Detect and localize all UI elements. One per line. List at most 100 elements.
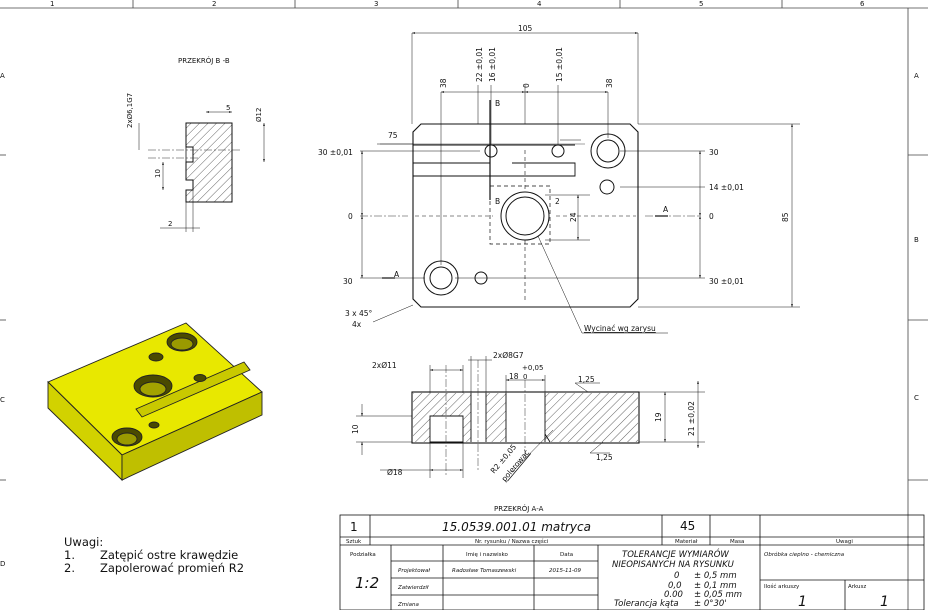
section-b-b-title: PRZEKRÓJ B -B <box>178 56 230 65</box>
section-a-mark-left: A <box>394 270 400 279</box>
dim-y14: 14 ±0,01 <box>709 183 744 192</box>
tb-sheets: 1 <box>798 594 807 610</box>
dim-y0-right: 0 <box>709 212 714 221</box>
tb-tol-val-1: ± 0,1 mm <box>694 581 737 591</box>
dim-x15: 15 ±0,01 <box>555 47 564 82</box>
dim-h10: 10 <box>351 424 360 434</box>
tb-tol-key-3: Tolerancja kąta <box>614 599 679 609</box>
section-b-mark-top: B <box>495 99 500 108</box>
dim-r125-top: 1,25 <box>578 375 595 384</box>
dim-hole-24: 24 <box>569 212 578 222</box>
zone-row-c-left: C <box>0 396 5 404</box>
tb-treatment: Obróbka cieplno - chemiczna <box>764 551 845 558</box>
dim-y30-top-right: 30 <box>709 148 719 157</box>
tb-label-approved: Zatwierdził <box>397 585 429 591</box>
zone-row-a: A <box>914 72 919 80</box>
dim-bb-holes: 2xØ6,1G7 <box>126 93 134 128</box>
tb-tolerance-title-1: TOLERANCJE WYMIARÓW <box>622 548 729 560</box>
tb-tol-key-2: 0.00 <box>664 590 683 600</box>
dim-x38-right: 38 <box>605 78 614 88</box>
section-b-mark-bottom: B <box>495 197 500 206</box>
dim-d18: Ø18 <box>387 468 403 477</box>
dim-x22: 22 ±0,01 <box>475 47 484 82</box>
tb-scale: 1:2 <box>355 574 379 592</box>
dim-y30-top-left: 30 ±0,01 <box>318 148 353 157</box>
note-text: Zapolerować promień R2 <box>100 561 245 575</box>
dim-y30-bottom-left: 30 <box>343 277 353 286</box>
tb-label-sheets: Ilość arkuszy <box>764 583 800 590</box>
section-a-a-view: 2xØ11 2xØ8G7 +0,05 0 18 1,25 1,25 10 19 … <box>351 351 705 513</box>
tb-label-date: Data <box>560 552 573 558</box>
dim-holes-8: 2xØ8G7 <box>493 351 524 360</box>
cut-note: Wycinać wg zarysu <box>584 324 656 333</box>
tb-tol-key-0: 0 <box>674 571 679 581</box>
note-text: Zatępić ostre krawędzie <box>100 548 239 562</box>
dim-r125-bottom: 1,25 <box>596 453 613 462</box>
section-a-a-title: PRZEKRÓJ A-A <box>494 504 544 513</box>
tb-label-changed: Zmiana <box>397 602 420 608</box>
tb-tolerance-title-2: NIEOPISANYCH NA RYSUNKU <box>612 560 735 570</box>
tb-label-qty: Sztuk <box>346 539 362 545</box>
tb-tol-val-3: ± 0°30' <box>694 599 727 609</box>
zone-col-3: 3 <box>374 0 378 8</box>
tb-label-scale: Podziałka <box>350 552 376 558</box>
notes-block: Uwagi: 1. Zatępić ostre krawędzie 2. Zap… <box>64 536 324 575</box>
dim-x38-left: 38 <box>439 78 448 88</box>
zone-row-d-left: D <box>0 560 5 568</box>
tb-label-name: Imię i nazwisko <box>466 552 509 558</box>
dim-tol-plus: +0,05 <box>522 364 543 372</box>
dim-y30-bottom-right: 30 ±0,01 <box>709 277 744 286</box>
dim-chamfer: 3 x 45° <box>345 309 373 318</box>
tb-label-sheet: Arkusz <box>848 584 866 590</box>
note-item: 2. Zapolerować promień R2 <box>64 562 324 575</box>
dim-bb-width: 5 <box>226 104 230 112</box>
tb-drawing-name: 15.0539.001.01 matryca <box>442 520 591 534</box>
tb-sheet: 1 <box>880 594 889 610</box>
zone-col-1: 1 <box>50 0 54 8</box>
dim-hole-2: 2 <box>555 197 560 206</box>
dim-overall-width: 105 <box>518 24 533 33</box>
dim-chamfer-count: 4x <box>352 320 362 329</box>
note-number: 1. <box>64 548 75 562</box>
isometric-part <box>47 322 263 482</box>
dim-h21: 21 ±0,02 <box>687 401 696 436</box>
dim-x0: 0 <box>522 83 531 88</box>
note-item: 1. Zatępić ostre krawędzie <box>64 549 324 562</box>
tb-label-remarks: Uwagi <box>836 539 853 545</box>
tb-label-drawing: Nr. rysunku / Nazwa części <box>475 538 549 545</box>
tb-tol-key-1: 0,0 <box>668 581 682 591</box>
dim-bb-depth: 10 <box>154 169 162 178</box>
note-number: 2. <box>64 561 75 575</box>
dim-holes-11: 2xØ11 <box>372 361 397 370</box>
zone-col-6: 6 <box>860 0 865 8</box>
top-view: 105 38 22 ±0,01 16 ±0,01 0 15 ±0,01 38 7… <box>318 24 800 334</box>
tb-tol-val-2: ± 0,05 mm <box>694 590 742 600</box>
tb-material: 45 <box>680 519 695 533</box>
tb-designer: Radosław Tomaszewski <box>452 568 517 574</box>
section-a-mark-right: A <box>663 205 669 214</box>
tb-label-mass: Masa <box>730 539 744 545</box>
zone-row-a-left: A <box>0 72 5 80</box>
dim-bb-dia: Ø12 <box>255 108 263 122</box>
tb-tol-val-0: ± 0,5 mm <box>694 571 737 581</box>
dim-tol-zero: 0 <box>523 373 527 381</box>
dim-y0-left: 0 <box>348 212 353 221</box>
dim-bb-offset: 2 <box>168 220 172 228</box>
dim-x16: 16 ±0,01 <box>488 47 497 82</box>
dim-height: 85 <box>781 212 790 222</box>
tb-label-material: Materiał <box>675 539 698 545</box>
dim-x75: 75 <box>388 131 398 140</box>
zone-col-4: 4 <box>537 0 542 8</box>
zone-row-c: C <box>914 394 919 402</box>
zone-col-5: 5 <box>699 0 703 8</box>
notes-title: Uwagi: <box>64 535 104 549</box>
tb-qty: 1 <box>350 520 358 534</box>
section-b-b-view: PRZEKRÓJ B -B 2xØ6,1G7 5 Ø12 10 2 <box>126 56 265 232</box>
tb-design-date: 2015-11-09 <box>549 568 581 574</box>
zone-row-b: B <box>914 236 919 244</box>
zone-col-2: 2 <box>212 0 216 8</box>
dim-w18: 18 <box>509 372 519 381</box>
tb-label-designed: Projektował <box>398 568 430 574</box>
